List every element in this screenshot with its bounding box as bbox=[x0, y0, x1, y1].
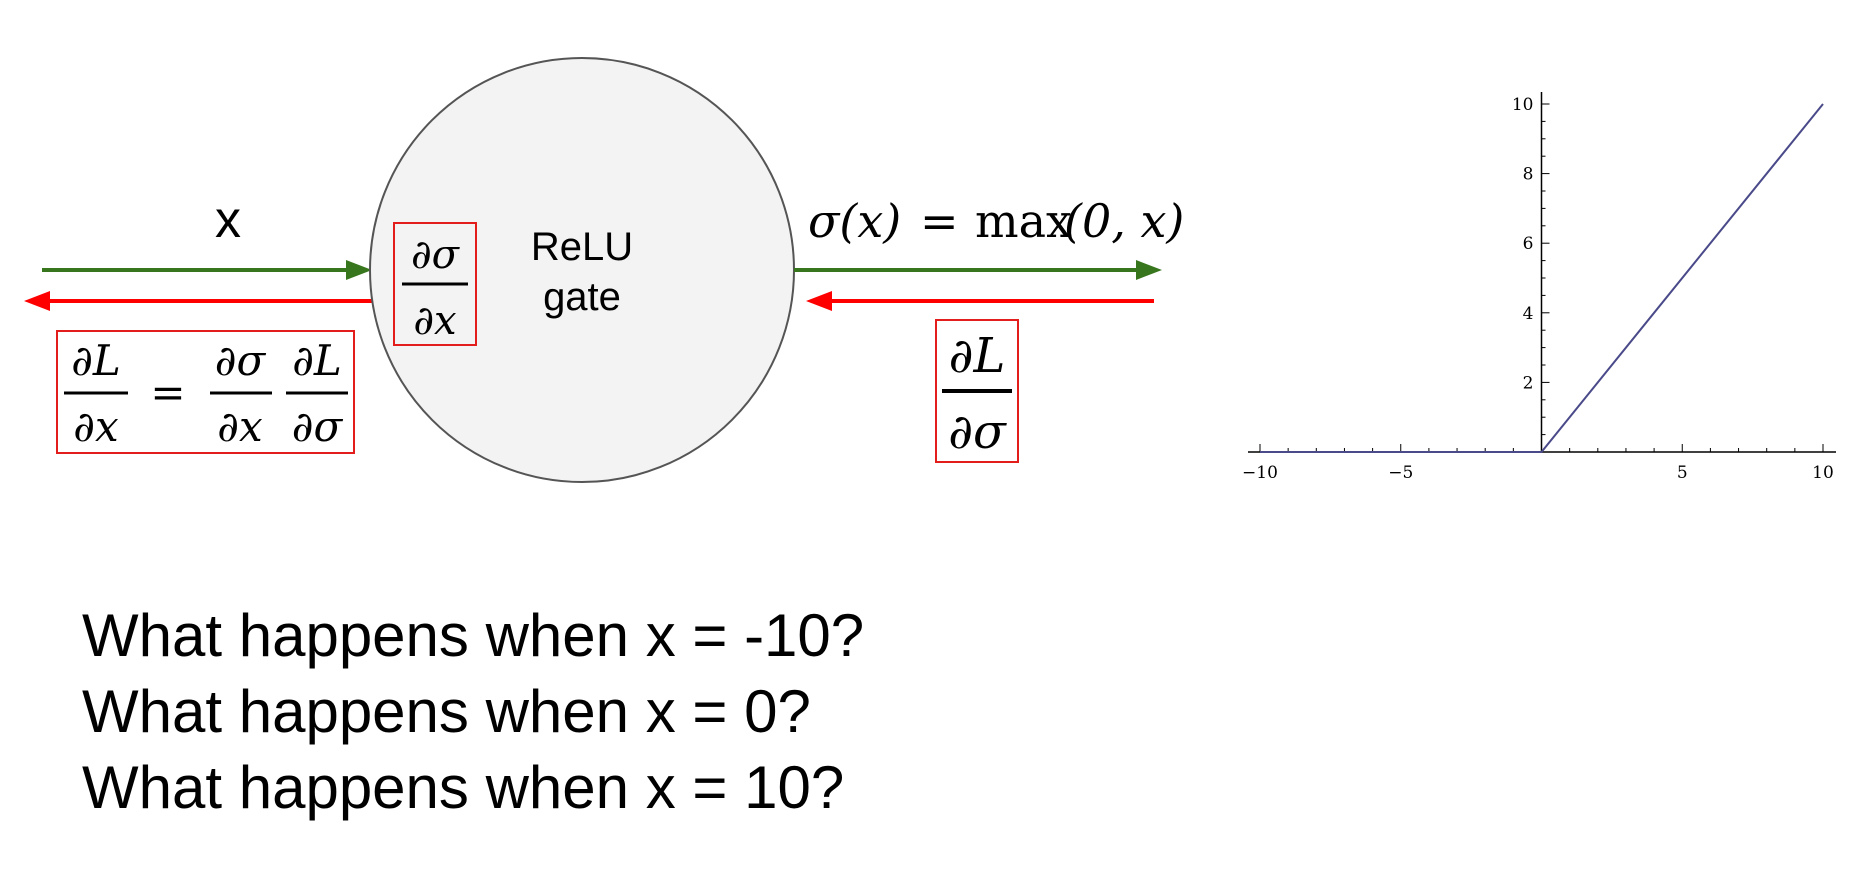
chain-rule-factor1-numerator: ∂σ bbox=[215, 336, 267, 385]
chain-rule-factor2-denominator: ∂σ bbox=[292, 402, 344, 451]
y-tick-label: 4 bbox=[1523, 304, 1534, 324]
x-tick-label: −10 bbox=[1242, 463, 1278, 483]
relu-gate-diagram: x ReLU gate ∂σ ∂x σ(x) = max (0, x) bbox=[24, 57, 1836, 483]
input-label: x bbox=[215, 191, 241, 249]
local-gradient-denominator: ∂x bbox=[413, 298, 456, 344]
y-tick-label: 10 bbox=[1512, 95, 1534, 115]
relu-series-line bbox=[1260, 103, 1824, 453]
relu-plot: −10 −5 5 10 2 4 6 8 10 bbox=[1242, 92, 1836, 483]
x-tick-label: 10 bbox=[1812, 463, 1834, 483]
backward-output-arrow bbox=[24, 291, 372, 311]
gate-label-line2: gate bbox=[543, 275, 621, 319]
output-formula-max: max bbox=[975, 194, 1072, 248]
chain-rule-factor1-denominator: ∂x bbox=[217, 402, 263, 451]
local-gradient-box: ∂σ ∂x bbox=[393, 222, 477, 346]
output-formula-lhs: σ(x) bbox=[808, 194, 901, 248]
forward-input-arrow bbox=[42, 260, 372, 280]
upstream-gradient-denominator: ∂σ bbox=[948, 404, 1007, 460]
upstream-gradient-box: ∂L ∂σ bbox=[935, 319, 1019, 463]
forward-output-arrow bbox=[794, 260, 1162, 280]
output-formula-equals: = bbox=[920, 194, 959, 248]
y-tick-label: 8 bbox=[1523, 165, 1534, 185]
output-formula-args: (0, x) bbox=[1064, 194, 1184, 248]
question-list: What happens when x = -10? What happens … bbox=[82, 598, 864, 826]
y-tick-label: 6 bbox=[1523, 234, 1534, 254]
chain-rule-equals: = bbox=[150, 368, 185, 417]
x-tick-label: 5 bbox=[1677, 463, 1688, 483]
question-item: What happens when x = -10? bbox=[82, 602, 865, 669]
x-tick-label: −5 bbox=[1388, 463, 1413, 483]
chain-rule-lhs-denominator: ∂x bbox=[73, 402, 119, 451]
chain-rule-lhs-numerator: ∂L bbox=[71, 336, 121, 385]
chain-rule-box: ∂L ∂x = ∂σ ∂x ∂L ∂σ bbox=[56, 330, 355, 454]
question-item: What happens when x = 0? bbox=[82, 678, 811, 745]
chain-rule-factor2-numerator: ∂L bbox=[292, 336, 342, 385]
gate-label-line1: ReLU bbox=[531, 225, 633, 269]
backward-input-arrow bbox=[806, 291, 1154, 311]
upstream-gradient-numerator: ∂L bbox=[949, 328, 1006, 384]
y-tick-label: 2 bbox=[1523, 373, 1534, 393]
local-gradient-numerator: ∂σ bbox=[411, 232, 461, 278]
output-formula: σ(x) = max (0, x) bbox=[808, 194, 1184, 248]
question-item: What happens when x = 10? bbox=[82, 754, 845, 821]
